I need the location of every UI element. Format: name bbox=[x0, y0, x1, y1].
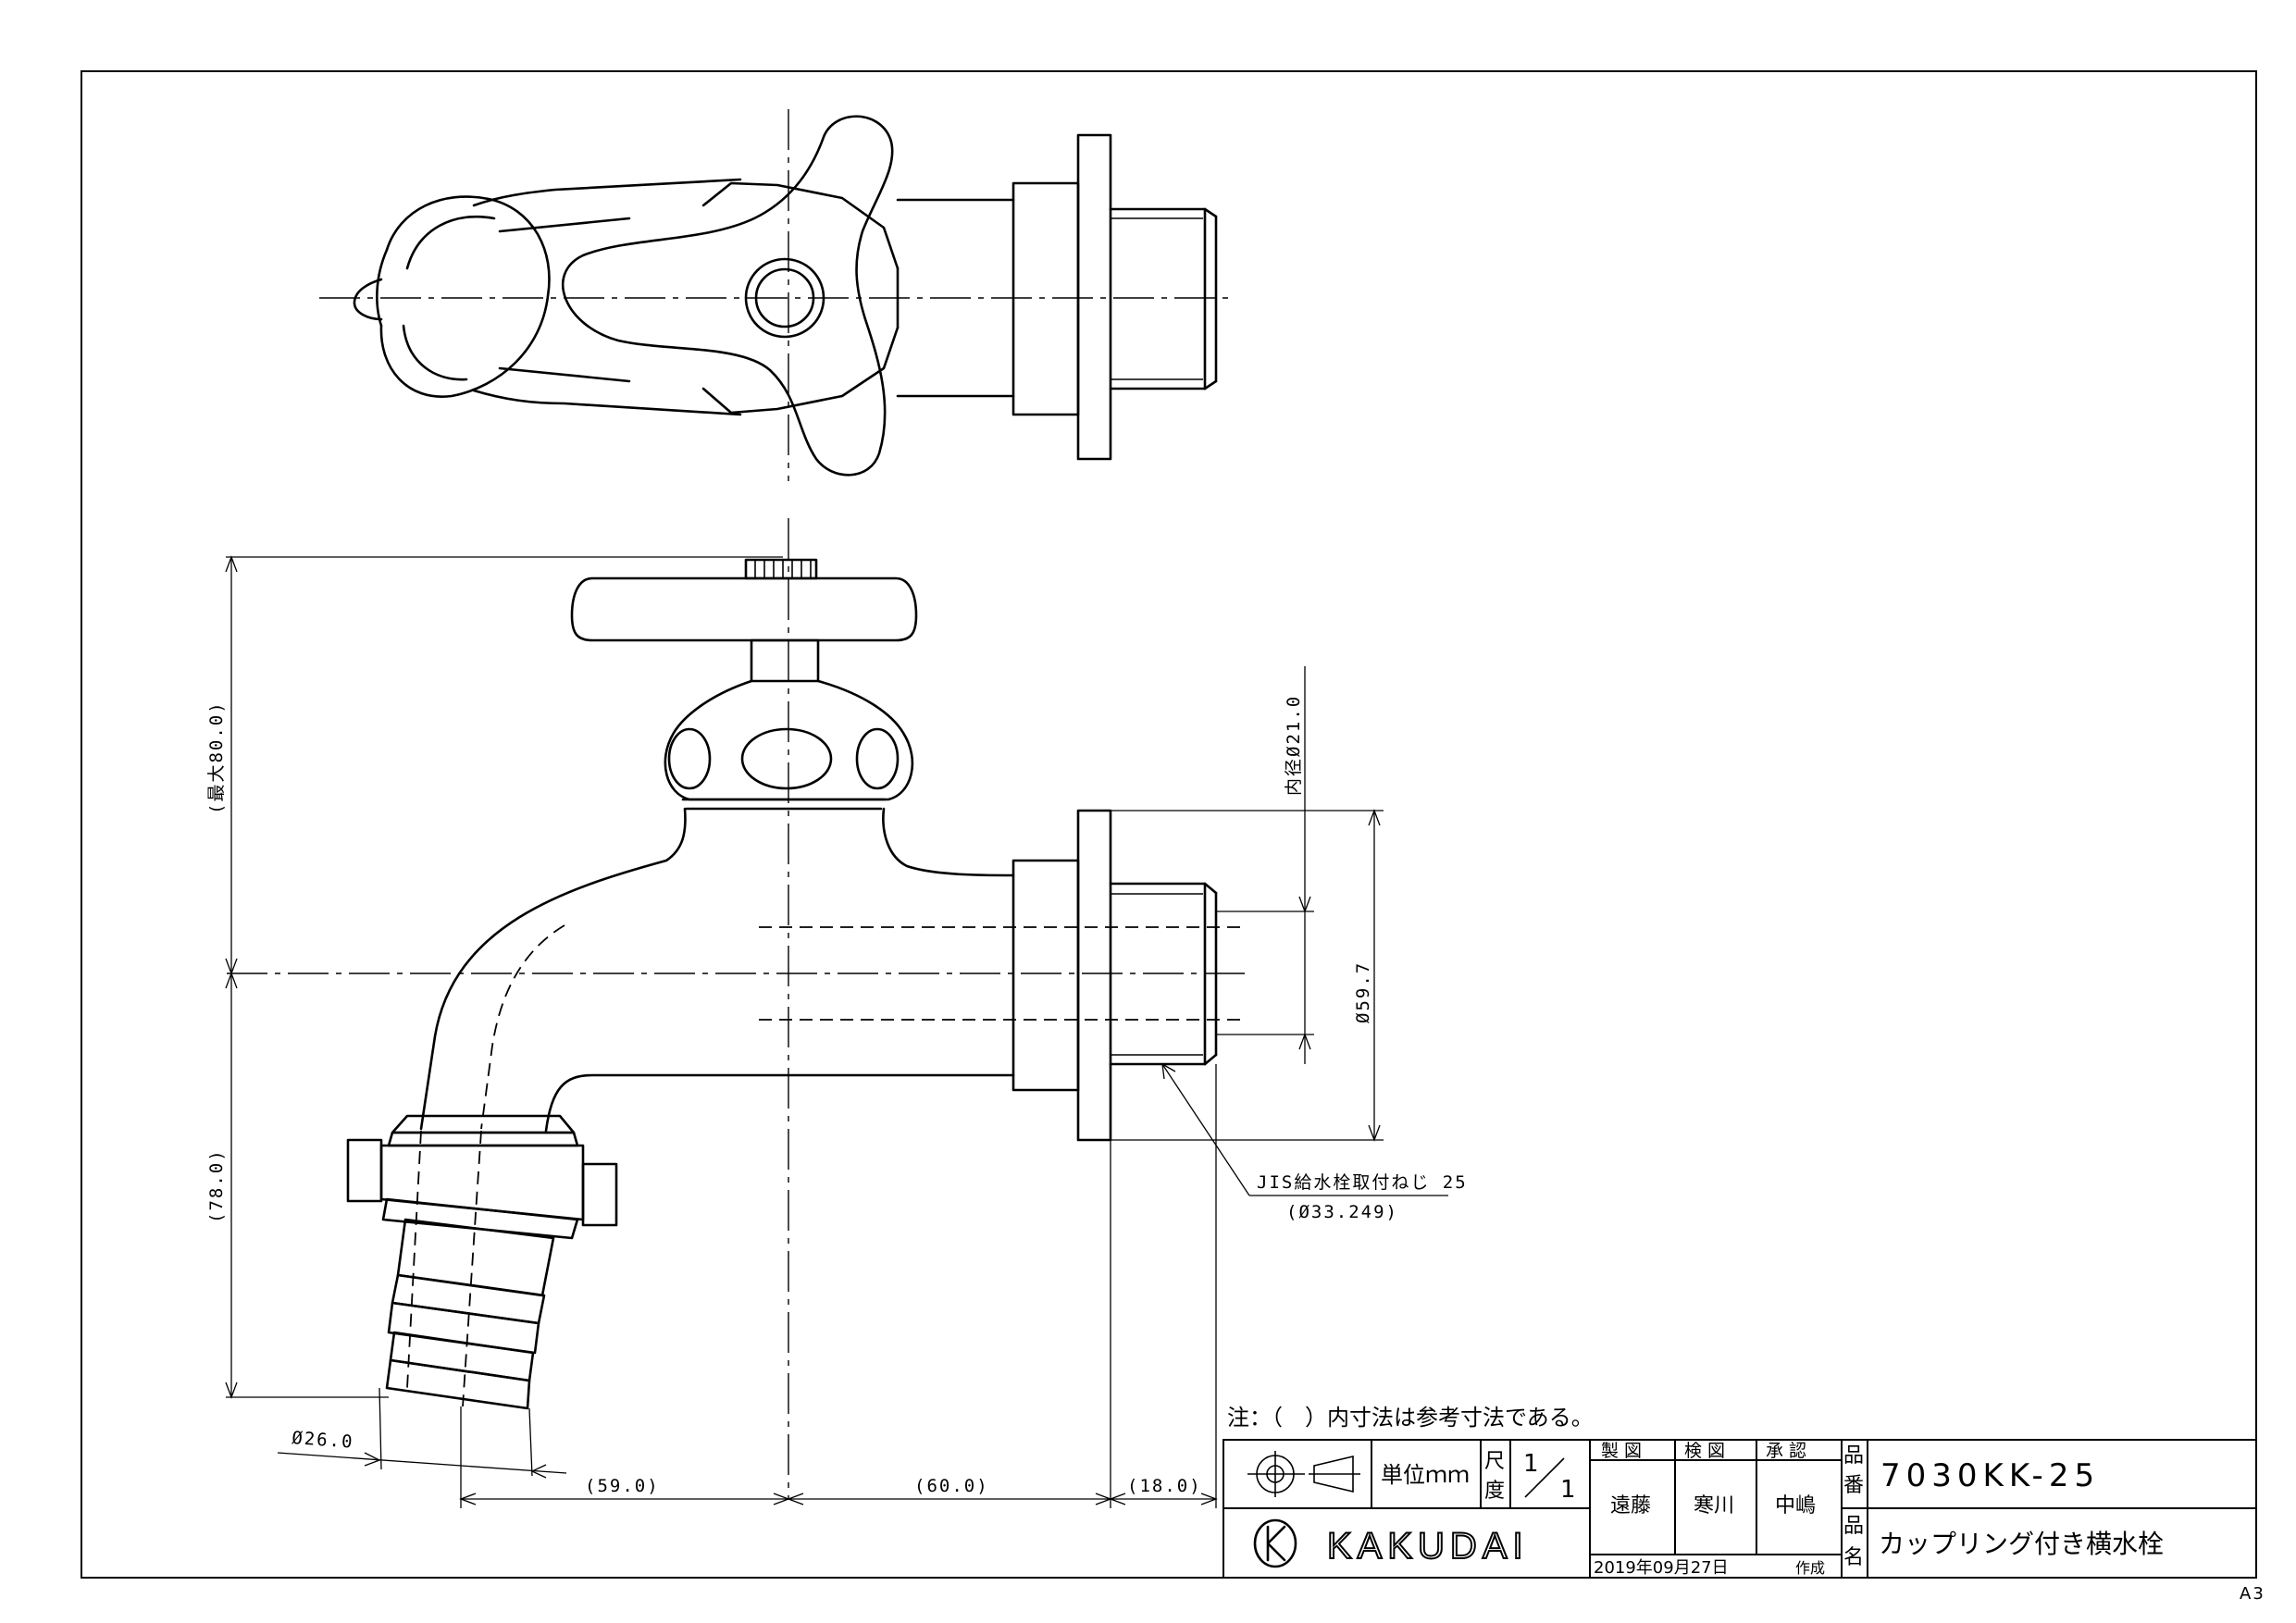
scale-denominator: 1 bbox=[1560, 1476, 1576, 1504]
drawing-date: 2019年09月27日 bbox=[1594, 1558, 1729, 1578]
title-block: 単位ｍｍ 尺 度 1 1 KAKUDAI 製 図 検 図 承 認 遠藤 寒川 中… bbox=[1222, 1439, 2257, 1579]
company-name: KAKUDAI bbox=[1327, 1526, 1529, 1567]
dim-flange-diameter: Ø59.7 bbox=[1353, 961, 1373, 1023]
code-label-top: 品 bbox=[1843, 1444, 1864, 1468]
name-label-bottom: 名 bbox=[1843, 1546, 1864, 1569]
dim-horiz-1: (59.0) bbox=[585, 1476, 660, 1496]
scale-label-bottom: 度 bbox=[1484, 1480, 1505, 1503]
drawn-by: 遠藤 bbox=[1610, 1494, 1651, 1518]
approved-header: 承 認 bbox=[1766, 1441, 1806, 1461]
paper-size-label: A3 bbox=[2240, 1584, 2265, 1604]
reference-note: 注：（ ）内寸法は参考寸法である。 bbox=[1227, 1405, 1594, 1431]
code-label-bottom: 番 bbox=[1843, 1474, 1864, 1497]
kakudai-logo: KAKUDAI bbox=[1253, 1518, 1529, 1568]
name-label-top: 品 bbox=[1843, 1515, 1864, 1538]
dim-max-height: (最大80.0) bbox=[206, 700, 227, 814]
dim-horiz-3: (18.0) bbox=[1127, 1476, 1202, 1496]
approved-by: 中嶋 bbox=[1775, 1494, 1816, 1518]
front-view bbox=[227, 518, 1249, 1499]
scale-numerator: 1 bbox=[1523, 1450, 1539, 1478]
dimensions: (最大80.0) (78.0) 内径Ø21.0 Ø59.7 JIS給水栓取付ねじ… bbox=[206, 555, 1468, 1508]
checked-by: 寒川 bbox=[1694, 1494, 1734, 1518]
dim-thread-diameter: (Ø33.249) bbox=[1286, 1202, 1398, 1222]
dim-thread-label: JIS給水栓取付ねじ 25 bbox=[1257, 1172, 1468, 1193]
third-angle-projection-icon bbox=[1247, 1451, 1360, 1497]
drawn-header: 製 図 bbox=[1601, 1441, 1642, 1461]
dim-height-lower: (78.0) bbox=[206, 1148, 227, 1223]
top-view bbox=[319, 109, 1231, 481]
drawing-date-suffix: 作成 bbox=[1795, 1559, 1825, 1577]
sheet-border bbox=[81, 70, 2257, 1579]
scale-label-top: 尺 bbox=[1484, 1450, 1505, 1473]
dim-hose-diameter: Ø26.0 bbox=[292, 1428, 355, 1453]
unit-label: 単位ｍｍ bbox=[1381, 1462, 1470, 1488]
checked-header: 検 図 bbox=[1684, 1441, 1725, 1461]
product-code: 7030KK-25 bbox=[1880, 1457, 2100, 1494]
dim-horiz-2: (60.0) bbox=[914, 1476, 989, 1496]
product-name: カップリング付き横水栓 bbox=[1879, 1529, 2164, 1559]
dim-inner-diameter: 内径Ø21.0 bbox=[1284, 695, 1304, 796]
